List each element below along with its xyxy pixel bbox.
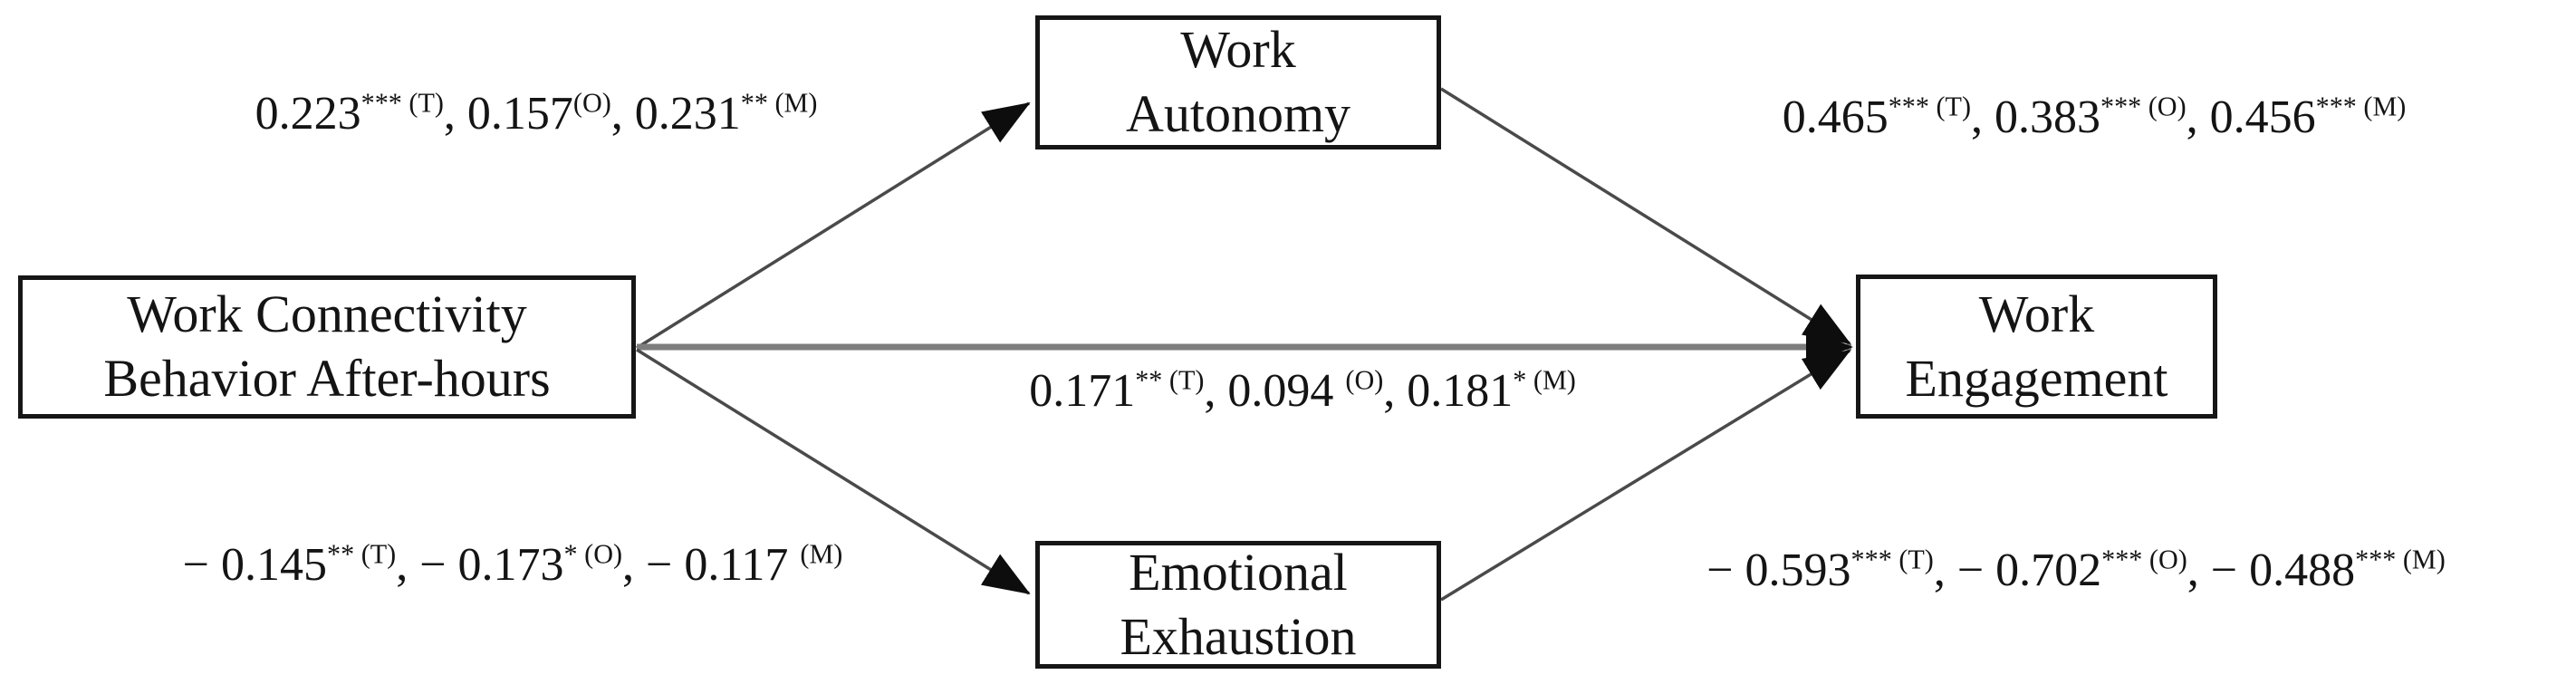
edge-autonomy-to-engagement — [1440, 87, 1851, 345]
edge-wcba-to-autonomy — [636, 101, 1031, 350]
coefficient-label-wcba-to-autonomy: 0.223*** (T), 0.157(O), 0.231** (M) — [255, 87, 818, 140]
node-work-autonomy: Work Autonomy — [1035, 15, 1441, 149]
coefficient-label-wcba-to-engagement: 0.171** (T), 0.094 (O), 0.181* (M) — [1029, 364, 1576, 417]
node-emotional-exhaustion: Emotional Exhaustion — [1035, 541, 1441, 669]
coefficient-label-exhaustion-to-engagement: − 0.593*** (T), − 0.702*** (O), − 0.488*… — [1706, 544, 2446, 596]
edge-exhaustion-to-engagement — [1440, 349, 1851, 602]
coefficient-label-wcba-to-exhaustion: − 0.145** (T), − 0.173* (O), − 0.117 (M) — [182, 538, 843, 591]
coefficient-label-autonomy-to-engagement: 0.465*** (T), 0.383*** (O), 0.456*** (M) — [1782, 91, 2407, 143]
node-work-engagement: Work Engagement — [1856, 275, 2217, 419]
node-work-connectivity-behavior-after-hours: Work Connectivity Behavior After-hours — [18, 275, 636, 419]
edge-wcba-to-exhaustion — [636, 348, 1031, 595]
